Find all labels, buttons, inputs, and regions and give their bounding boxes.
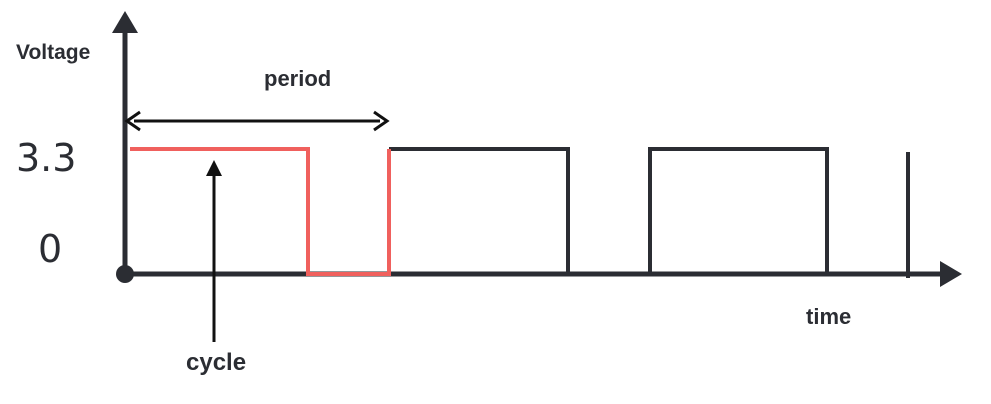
- y-axis-label: Voltage: [16, 41, 90, 64]
- period-arrow-right-head: [373, 110, 390, 132]
- x-axis-label: time: [806, 304, 851, 329]
- level-low-label: 0: [38, 227, 62, 271]
- period-label: period: [264, 66, 331, 91]
- level-high-label: 3.3: [16, 136, 76, 180]
- origin-dot: [116, 265, 134, 283]
- x-axis-arrowhead: [940, 261, 962, 287]
- waveform-pulses: [389, 147, 829, 276]
- period-arrow-left-head: [124, 110, 141, 132]
- highlighted-cycle: [130, 147, 391, 276]
- y-axis-arrowhead: [112, 11, 138, 33]
- cycle-arrow-head: [206, 160, 222, 176]
- cycle-label: cycle: [186, 349, 246, 376]
